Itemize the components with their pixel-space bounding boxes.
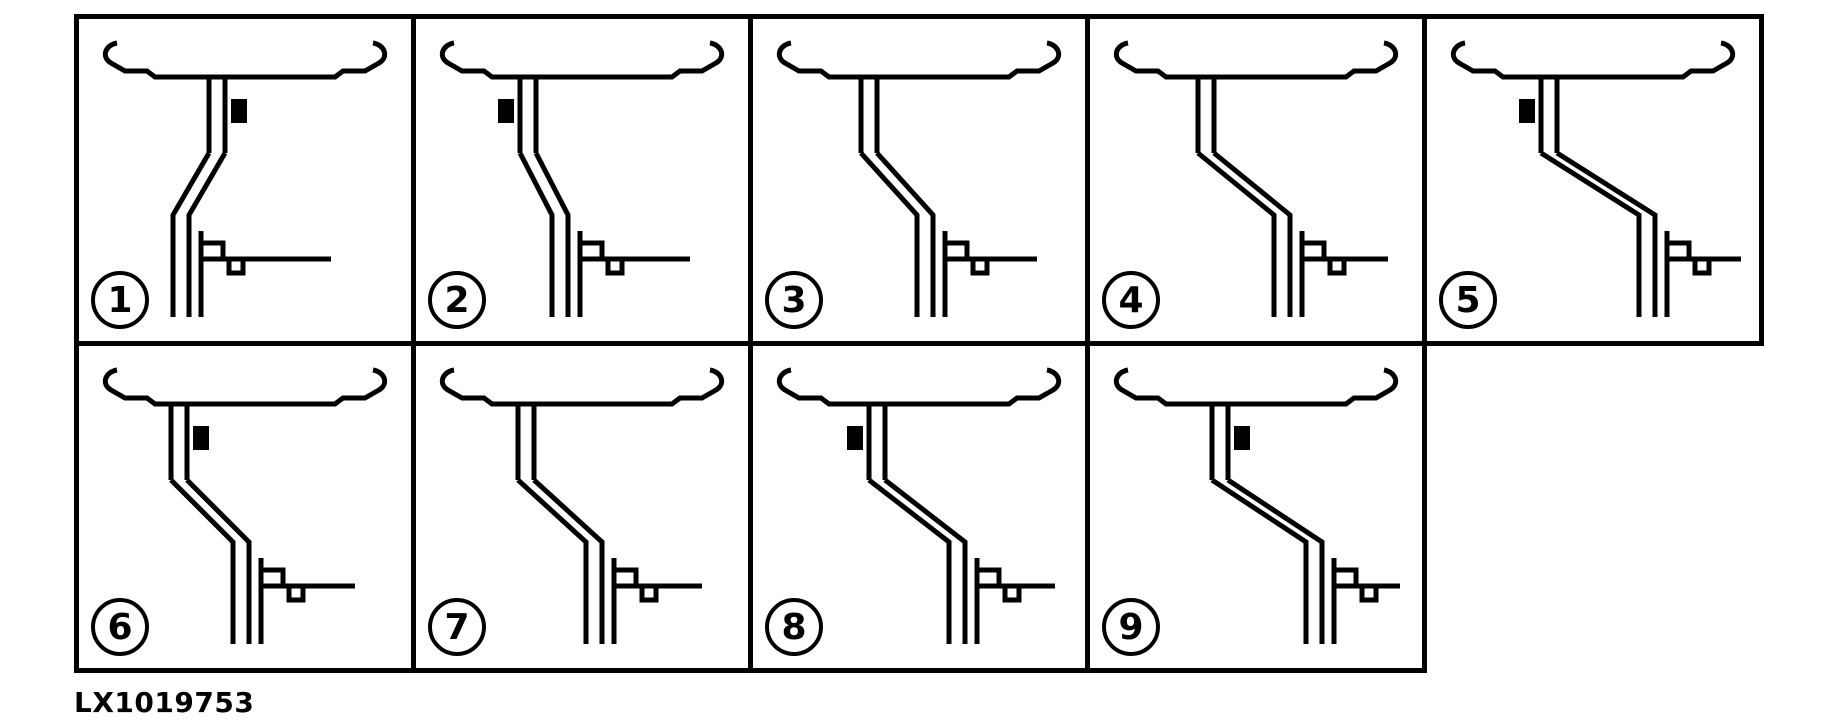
rim-disc-cross-section [753,19,1085,341]
rim-disc-cross-section [79,346,411,668]
wheel-position-panel: 4 [1085,14,1427,346]
figure-code: LX1019753 [74,686,255,719]
position-number-badge: 3 [765,271,823,329]
panel-row-bottom: 6 7 8 9 [74,341,1764,673]
position-number-badge: 1 [91,271,149,329]
wheel-position-panel: 6 [74,341,416,673]
position-number-badge: 8 [765,598,823,656]
position-number-badge: 5 [1439,271,1497,329]
wheel-position-panel: 8 [748,341,1090,673]
rim-disc-cross-section [1090,19,1422,341]
wheel-position-panel: 5 [1422,14,1764,346]
position-number-badge: 4 [1102,271,1160,329]
wheel-position-panel: 3 [748,14,1090,346]
rim-disc-cross-section [1427,19,1759,341]
wheel-position-panel: 1 [74,14,416,346]
panel-row-top: 1 2 3 4 5 [74,14,1764,346]
wheel-position-panel: 2 [411,14,753,346]
rim-disc-cross-section [1090,346,1422,668]
rim-disc-cross-section [753,346,1085,668]
rim-disc-cross-section [416,19,748,341]
wheel-position-panel: 7 [411,341,753,673]
position-number-badge: 9 [1102,598,1160,656]
rim-disc-cross-section [79,19,411,341]
position-number-badge: 2 [428,271,486,329]
rim-disc-cross-section [416,346,748,668]
position-number-badge: 6 [91,598,149,656]
position-number-badge: 7 [428,598,486,656]
wheel-position-panel: 9 [1085,341,1427,673]
panel-grid: 1 2 3 4 5 6 [74,14,1764,673]
